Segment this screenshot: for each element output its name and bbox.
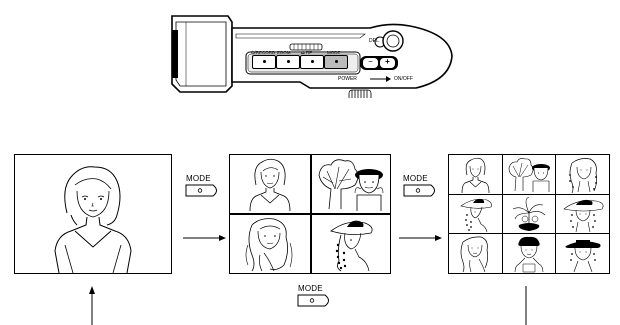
thumb-hat-woman-icon [330,220,373,272]
arrow-right-icon-2 [399,235,442,241]
mini-woman-icon [461,157,490,194]
camera-button-zoom[interactable] [276,55,300,69]
arrow-up-icon [89,286,95,325]
camera-button-record[interactable] [252,55,276,69]
label-record: ⏻/RECORD [251,50,276,55]
power-label: POWER [338,76,357,82]
shutter-button[interactable] [383,31,403,51]
thumb-tree-icon [318,159,384,211]
camera-button-rp[interactable] [300,55,324,69]
plus-button[interactable]: + [385,57,390,66]
minus-button[interactable]: − [368,57,373,66]
mini-cap-person-icon [514,236,544,273]
grid-3x3-screen [448,154,610,274]
thumb-woman-icon [249,158,291,212]
mini-curly-hair-icon [569,158,598,194]
camera-button-mode[interactable] [324,55,348,69]
mode-button-1[interactable] [185,184,221,197]
mini-dark-hat-icon [565,240,601,273]
mode-button-2[interactable] [403,184,439,197]
mini-palm-icon [512,196,546,231]
label-mode: MODE [327,50,341,55]
arrow-right-icon [183,235,226,241]
return-line [525,286,527,325]
on-off-label: ON/OFF [394,76,413,82]
mini-longhair-icon [460,236,489,273]
thumb-longhair-icon [245,218,293,272]
mini-hat-woman-icon [460,198,492,233]
mode-label-3: MODE [298,284,323,293]
del-label: DEL [369,38,379,44]
mini-tree-icon [508,158,550,192]
camera-button-labels: ⏻/RECORD ZOOM ⇄ RP MODE [251,50,351,56]
single-view-screen [14,154,172,274]
power-dial[interactable] [349,90,371,100]
label-zoom: ZOOM [277,50,291,55]
mode-label-2: MODE [403,174,428,183]
mode-label-1: MODE [186,174,211,183]
woman-portrait-icon [54,166,132,273]
grid-2x2-screen [229,154,391,274]
mini-wide-hat-icon [563,199,604,233]
label-rp: ⇄ RP [301,50,313,55]
mode-button-3[interactable] [297,294,333,307]
